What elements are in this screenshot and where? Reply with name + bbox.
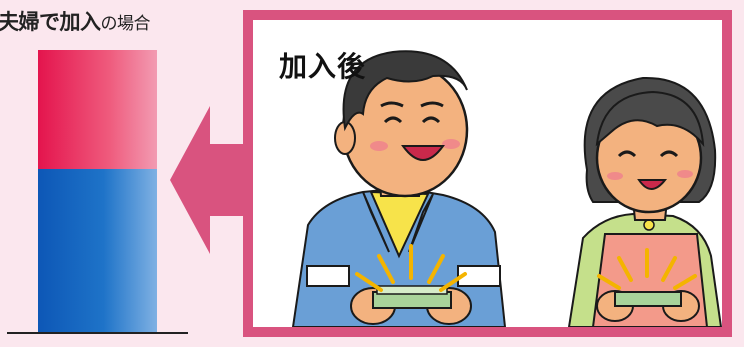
- bar-segment-bottom: [38, 169, 157, 332]
- man-illustration: [291, 50, 507, 327]
- stacked-bar: [38, 50, 157, 332]
- baseline: [7, 332, 188, 334]
- caption-part-2: 加入: [59, 10, 102, 34]
- bar-segment-top: [38, 50, 157, 169]
- woman-illustration: [567, 76, 722, 327]
- frame-label: 加入後: [279, 50, 367, 83]
- left-arrow-icon: [170, 106, 250, 254]
- after-enrollment-frame: 加入後: [243, 10, 732, 337]
- cash-bundle-icon: [372, 285, 452, 309]
- caption-part-1: 夫婦で: [0, 10, 60, 34]
- couple-illustration: [291, 50, 722, 327]
- caption-part-3: の場合: [100, 14, 151, 34]
- caption: 夫婦で加入の場合: [0, 6, 150, 36]
